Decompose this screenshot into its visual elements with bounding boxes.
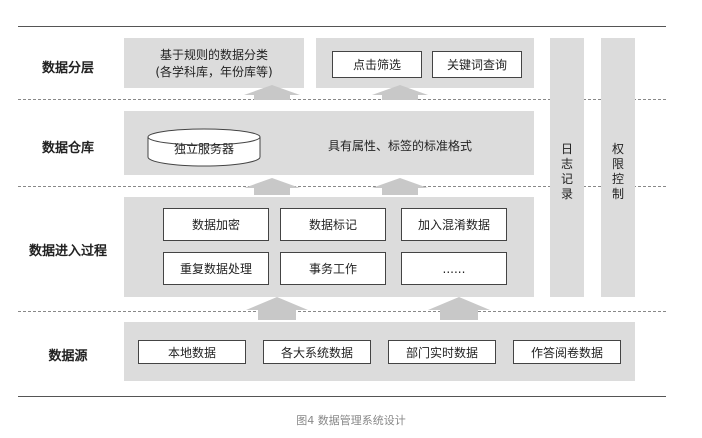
data-marking-box: 数据标记 (280, 208, 386, 241)
separator-process-source (18, 311, 666, 312)
transaction-work-box: 事务工作 (280, 252, 386, 285)
label-data-tier: 数据分层 (41, 61, 94, 76)
tier-rule-panel (124, 38, 304, 88)
bottom-border-line (18, 396, 666, 397)
up-arrow-icon (246, 297, 308, 320)
access-char-4: 制 (611, 187, 624, 201)
up-arrow-icon (244, 178, 300, 195)
label-data-entry-process: 数据进入过程 (28, 244, 107, 259)
duplicate-handling-box: 重复数据处理 (163, 252, 269, 285)
data-encryption-box: 数据加密 (163, 208, 269, 241)
up-arrow-icon (372, 85, 428, 100)
separator-warehouse-process (18, 186, 666, 187)
log-char-4: 录 (560, 187, 573, 201)
add-obfuscation-data-box: 加入混淆数据 (401, 208, 507, 241)
label-data-warehouse: 数据仓库 (41, 141, 94, 156)
system-data-box: 各大系统数据 (263, 340, 371, 364)
standard-format-text: 具有属性、标签的标准格式 (327, 139, 472, 153)
local-data-box: 本地数据 (138, 340, 246, 364)
separator-tier-warehouse (18, 99, 666, 100)
log-char-3: 记 (560, 172, 573, 186)
more-steps-box: ...... (401, 252, 507, 285)
log-column-panel (550, 38, 584, 297)
tier-rule-line1: 基于规则的数据分类 (159, 48, 268, 62)
figure-caption: 图4 数据管理系统设计 (296, 414, 406, 427)
log-char-1: 日 (560, 142, 573, 156)
up-arrow-icon (428, 297, 490, 320)
click-filter-button[interactable]: 点击筛选 (332, 51, 422, 78)
exam-grading-data-box: 作答阅卷数据 (513, 340, 621, 364)
independent-server-label: 独立服务器 (173, 142, 234, 156)
access-char-3: 控 (611, 172, 624, 186)
server-cylinder-icon (147, 128, 261, 167)
tier-rule-line2: (各学科库，年份库等) (155, 65, 273, 79)
label-data-source: 数据源 (48, 349, 88, 364)
keyword-query-button[interactable]: 关键词查询 (432, 51, 522, 78)
access-char-1: 权 (611, 142, 624, 156)
up-arrow-icon (244, 85, 300, 100)
access-control-column-panel (601, 38, 635, 297)
log-char-2: 志 (560, 157, 573, 171)
access-char-2: 限 (611, 157, 624, 171)
up-arrow-icon (372, 178, 428, 195)
realtime-dept-data-box: 部门实时数据 (388, 340, 496, 364)
top-border-line (18, 26, 666, 27)
